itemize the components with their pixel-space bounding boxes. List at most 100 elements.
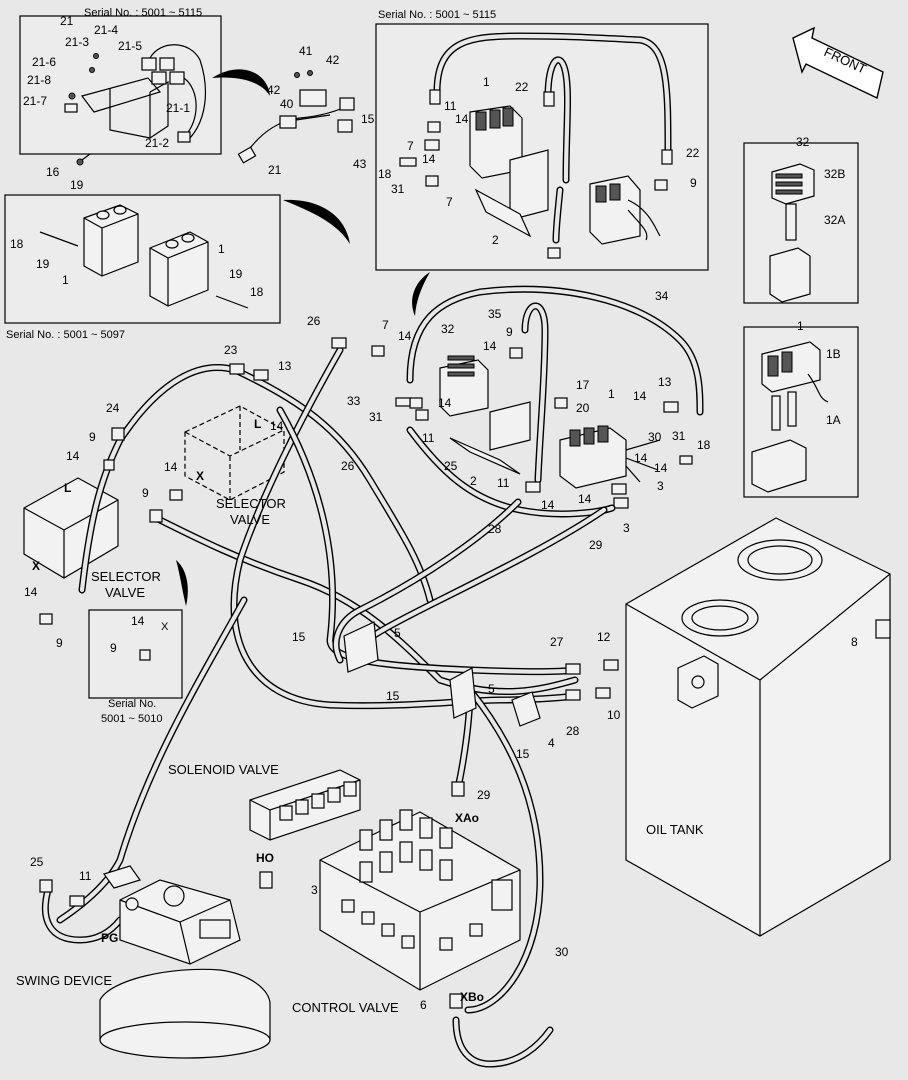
label-port-l2: L bbox=[64, 481, 71, 495]
callout: 21-4 bbox=[94, 23, 118, 37]
label-port-pg: PG bbox=[101, 931, 118, 945]
callout: 18 bbox=[10, 237, 24, 251]
callout: 14 bbox=[270, 419, 284, 433]
callout: 31 bbox=[369, 410, 383, 424]
main-solenoid-assembly bbox=[371, 285, 704, 509]
callout: 19 bbox=[36, 257, 50, 271]
callout: 14 bbox=[654, 461, 668, 475]
callout: 3 bbox=[311, 883, 318, 897]
callout: 35 bbox=[488, 307, 502, 321]
callout: 11 bbox=[422, 431, 435, 445]
callout: 28 bbox=[566, 724, 580, 738]
callout: 7 bbox=[407, 139, 414, 153]
callout: 21-8 bbox=[27, 73, 51, 87]
callout: 34 bbox=[655, 289, 669, 303]
callout: 11 bbox=[79, 869, 92, 883]
callout: 18 bbox=[697, 438, 711, 452]
callout: 14 bbox=[541, 498, 555, 512]
label-oil-tank: OIL TANK bbox=[646, 822, 704, 837]
callout: 2 bbox=[492, 233, 499, 247]
callout: 9 bbox=[56, 636, 63, 650]
label-port-l1: L bbox=[254, 417, 261, 431]
harness-21-assembly bbox=[237, 70, 355, 164]
callout: 1 bbox=[218, 242, 225, 256]
swing-device bbox=[39, 865, 271, 1059]
leader-swoosh-4 bbox=[176, 560, 188, 606]
label-port-ho: HO bbox=[256, 851, 274, 865]
label-port-xbo: XBo bbox=[460, 990, 484, 1004]
part-1-solenoid bbox=[751, 341, 829, 493]
label-swing-device: SWING DEVICE bbox=[16, 973, 112, 988]
callout: 5 bbox=[394, 626, 401, 640]
callout: 17 bbox=[576, 378, 590, 392]
callout: 9 bbox=[89, 430, 96, 444]
callout: 14 bbox=[398, 329, 412, 343]
callout: 3 bbox=[657, 479, 664, 493]
leader-swoosh-3 bbox=[412, 272, 430, 316]
callout: 13 bbox=[658, 375, 672, 389]
callout: 23 bbox=[224, 343, 238, 357]
front-arrow-icon bbox=[792, 26, 884, 100]
control-valve bbox=[319, 809, 521, 991]
callout: 8 bbox=[851, 635, 858, 649]
label-serial-2: Serial No. : 5001 ~ 5115 bbox=[378, 9, 496, 21]
callout: 15 bbox=[386, 689, 400, 703]
callout: 18 bbox=[378, 167, 392, 181]
label-port-x2: X bbox=[32, 559, 40, 573]
callout: 28 bbox=[488, 522, 502, 536]
label-selector-valve-2a: SELECTOR bbox=[91, 569, 161, 584]
callout: 9 bbox=[690, 176, 697, 190]
callout: 29 bbox=[477, 788, 491, 802]
callout: 22 bbox=[686, 146, 700, 160]
callout: 2 bbox=[470, 474, 477, 488]
callout: 4 bbox=[548, 736, 555, 750]
callout: 9 bbox=[506, 325, 513, 339]
callout: 11 bbox=[444, 99, 457, 113]
inset-box-valve-block bbox=[4, 194, 281, 324]
callout: 40 bbox=[280, 97, 294, 111]
callout: 1A bbox=[826, 413, 841, 427]
solenoid-valve-early bbox=[399, 32, 673, 259]
label-serial-4a: Serial No. bbox=[108, 698, 156, 710]
label-selector-valve-1b: VALVE bbox=[230, 512, 270, 527]
callout: 6 bbox=[420, 998, 427, 1012]
callout: 32 bbox=[796, 135, 810, 149]
callout: 15 bbox=[292, 630, 306, 644]
wiring-harness-21 bbox=[64, 44, 207, 166]
callout: 7 bbox=[446, 195, 453, 209]
callout: 32A bbox=[824, 213, 845, 227]
callout: 1 bbox=[483, 75, 490, 89]
label-port-x3: X bbox=[161, 621, 169, 633]
hose-bundle bbox=[39, 337, 891, 1068]
label-port-x1: X bbox=[196, 469, 204, 483]
callout: 15 bbox=[516, 747, 530, 761]
callout: 1 bbox=[62, 273, 69, 287]
callout: 21 bbox=[268, 163, 282, 177]
callout: 14 bbox=[422, 152, 436, 166]
inset-box-selector-early bbox=[88, 609, 183, 699]
callout: 14 bbox=[633, 389, 647, 403]
callout: 29 bbox=[589, 538, 603, 552]
callout: 25 bbox=[444, 459, 458, 473]
callout: 24 bbox=[106, 401, 120, 415]
callout: 14 bbox=[131, 614, 145, 628]
leader-swoosh-1 bbox=[212, 69, 270, 96]
callout: 33 bbox=[347, 394, 361, 408]
callout: 21-3 bbox=[65, 35, 89, 49]
callout: 5 bbox=[488, 682, 495, 696]
callout: 20 bbox=[576, 401, 590, 415]
callout: 10 bbox=[607, 708, 621, 722]
callout: 42 bbox=[267, 83, 281, 97]
callout: 16 bbox=[46, 165, 60, 179]
callout: 42 bbox=[326, 53, 340, 67]
callout: 21-6 bbox=[32, 55, 56, 69]
callout: 19 bbox=[229, 267, 243, 281]
callout: 30 bbox=[648, 430, 662, 444]
label-solenoid-valve: SOLENOID VALVE bbox=[168, 762, 279, 777]
callout: 25 bbox=[30, 855, 44, 869]
callout: 21 bbox=[60, 14, 74, 28]
callout: 32B bbox=[824, 167, 845, 181]
callout: 13 bbox=[278, 359, 292, 373]
callout: 41 bbox=[299, 44, 313, 58]
